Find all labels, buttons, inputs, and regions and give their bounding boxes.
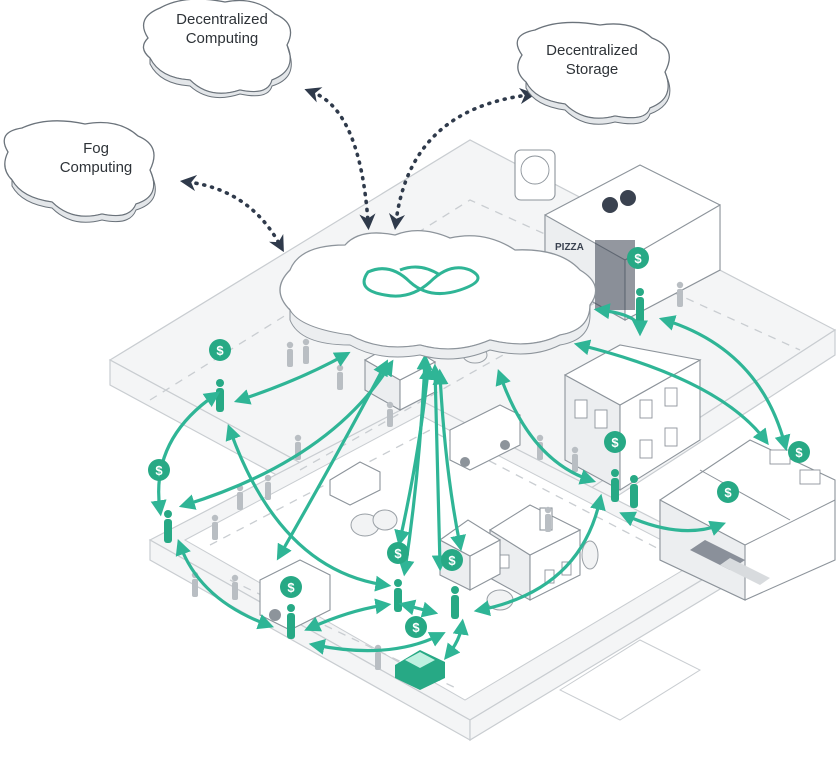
dollar-coin-icon: $ bbox=[441, 549, 463, 571]
svg-text:$: $ bbox=[448, 553, 456, 568]
teal-car bbox=[395, 650, 445, 690]
svg-text:$: $ bbox=[287, 580, 295, 595]
dollar-coin-icon: $ bbox=[209, 339, 231, 361]
dollar-coin-icon: $ bbox=[148, 459, 170, 481]
cloud-label-line1: Fog bbox=[83, 140, 109, 157]
svg-text:$: $ bbox=[611, 435, 619, 450]
cloud-label-line1: Decentralized bbox=[176, 11, 268, 28]
svg-text:$: $ bbox=[634, 251, 642, 266]
svg-text:$: $ bbox=[412, 620, 420, 635]
fog-computing-cloud: Fog Computing bbox=[3, 120, 156, 223]
dollar-coin-icon: $ bbox=[717, 481, 739, 503]
cloud-label-line2: Computing bbox=[60, 159, 133, 176]
large-house bbox=[563, 344, 702, 491]
decentralized-computing-cloud: Decentralized Computing bbox=[142, 0, 292, 99]
dollar-coin-icon: $ bbox=[627, 247, 649, 269]
cloud-label-line2: Computing bbox=[186, 30, 259, 47]
shop-sign: PIZZA bbox=[555, 242, 584, 253]
apartment-cutaway bbox=[659, 439, 836, 601]
dollar-coin-icon: $ bbox=[604, 431, 626, 453]
central-cloud bbox=[279, 230, 597, 360]
dollar-coin-icon: $ bbox=[788, 441, 810, 463]
cloud-label-line1: Decentralized bbox=[546, 42, 638, 59]
coin-icons: $ $ $ $ $ $ $ $ bbox=[148, 247, 810, 638]
decentralized-storage-cloud: Decentralized Storage bbox=[516, 21, 671, 125]
cloud-label-line2: Storage bbox=[566, 61, 619, 78]
svg-text:$: $ bbox=[795, 445, 803, 460]
svg-text:$: $ bbox=[724, 485, 732, 500]
cloud-link-arrows bbox=[179, 87, 537, 253]
dollar-coin-icon: $ bbox=[280, 576, 302, 598]
svg-text:$: $ bbox=[216, 343, 224, 358]
network-logo-icon bbox=[362, 265, 480, 298]
dollar-coin-icon: $ bbox=[387, 542, 409, 564]
svg-text:$: $ bbox=[394, 546, 402, 561]
svg-text:$: $ bbox=[155, 463, 163, 478]
data-flow-arrows bbox=[150, 303, 791, 660]
dollar-coin-icon: $ bbox=[405, 616, 427, 638]
